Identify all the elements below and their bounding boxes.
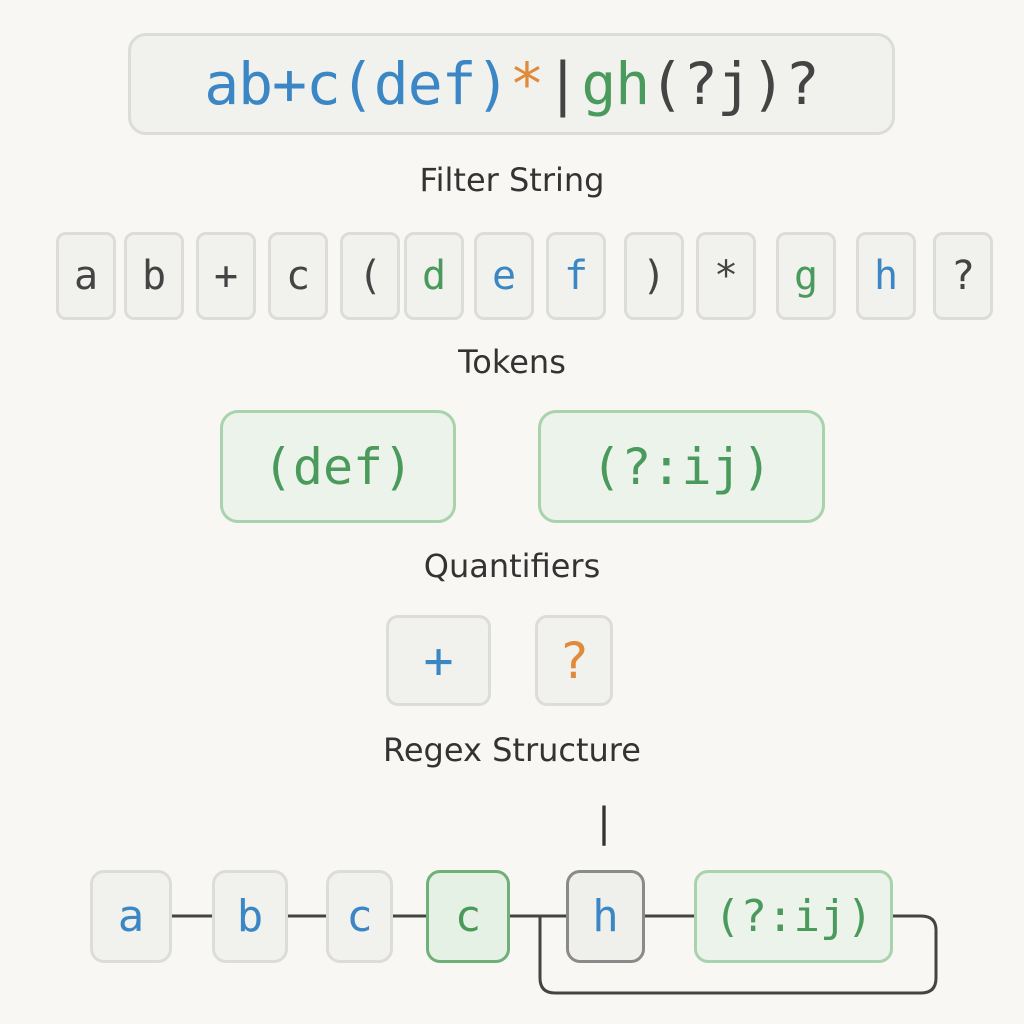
filter-string-title: Filter String xyxy=(419,161,605,199)
filter-segment-tail: (?j)? xyxy=(649,50,820,118)
quantifier-question-box: ? xyxy=(535,615,613,706)
filter-segment-star: * xyxy=(509,50,544,118)
group-box: (def) xyxy=(220,410,456,523)
filter-segment-main: ab+c(def) xyxy=(204,50,510,118)
token-box: c xyxy=(268,232,328,320)
quantifiers-title: Quantifiers xyxy=(423,547,601,585)
token-box: f xyxy=(546,232,606,320)
structure-node-h: h xyxy=(566,870,645,963)
token-box: ? xyxy=(933,232,993,320)
token-box: + xyxy=(196,232,256,320)
filter-segment-gh: gh xyxy=(581,50,650,118)
token-box: e xyxy=(474,232,534,320)
filter-string-box: ab+c(def)*|gh(?j)? xyxy=(128,33,895,135)
token-box: h xyxy=(856,232,916,320)
structure-node-c: c xyxy=(326,870,393,963)
loop-connector xyxy=(538,914,938,995)
structure-node-a: a xyxy=(90,870,172,963)
token-box: a xyxy=(56,232,116,320)
tokens-title: Tokens xyxy=(458,343,566,381)
structure-node-ij: (?:ij) xyxy=(694,870,893,963)
token-box: ) xyxy=(624,232,684,320)
token-box: * xyxy=(696,232,756,320)
token-box: b xyxy=(124,232,184,320)
token-box: ( xyxy=(340,232,400,320)
alternation-mark: | xyxy=(597,800,611,846)
filter-segment-pipe: | xyxy=(545,50,580,118)
token-box: g xyxy=(776,232,836,320)
structure-node-c-group: c xyxy=(426,870,510,963)
quantifier-plus-box: + xyxy=(386,615,491,706)
group-box: (?:ij) xyxy=(538,410,825,523)
regex-structure-title: Regex Structure xyxy=(383,731,641,769)
token-box: d xyxy=(404,232,464,320)
structure-node-b: b xyxy=(212,870,288,963)
